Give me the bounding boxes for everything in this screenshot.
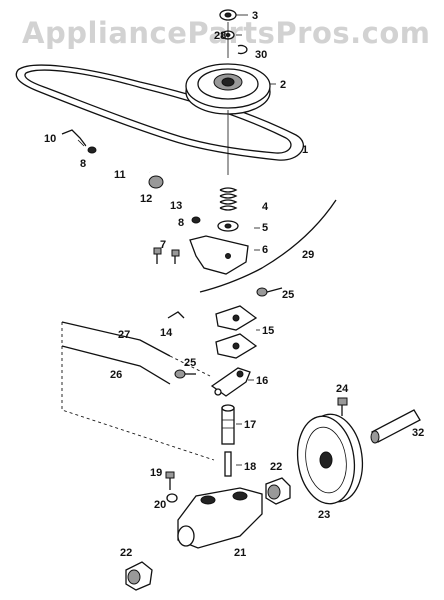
part-12-fitting[interactable] — [148, 175, 164, 189]
callout-17: 17 — [244, 419, 256, 431]
callout-12: 12 — [140, 193, 152, 205]
part-21-housing[interactable] — [177, 487, 263, 549]
callout-6: 6 — [262, 244, 268, 256]
callout-15: 15 — [262, 325, 274, 337]
part-6-bracket[interactable] — [189, 235, 249, 275]
callout-30: 30 — [255, 49, 267, 61]
callout-24: 24 — [336, 383, 349, 395]
part-8-lower-washer[interactable] — [191, 216, 201, 224]
callout-23: 23 — [318, 509, 330, 521]
dashed-guide-lines — [61, 322, 215, 461]
part-13-bracket-rod[interactable] — [167, 182, 198, 212]
callout-22-lower: 22 — [120, 547, 132, 559]
callout-14: 14 — [160, 327, 173, 339]
callout-29: 29 — [302, 249, 314, 261]
callout-27: 27 — [118, 329, 130, 341]
callout-3: 3 — [252, 10, 258, 22]
callout-labels: 3 28 30 2 1 10 8 11 12 13 8 4 5 6 7 29 2… — [44, 10, 424, 559]
part-29-cable[interactable] — [199, 199, 337, 293]
callout-26: 26 — [110, 369, 122, 381]
part-11-rod[interactable] — [85, 144, 151, 174]
part-27-cable[interactable] — [61, 321, 171, 357]
callout-8-upper: 8 — [80, 158, 86, 170]
part-24-bolt[interactable] — [337, 397, 348, 416]
callout-18: 18 — [244, 461, 256, 473]
callout-10: 10 — [44, 133, 56, 145]
part-18-pin[interactable] — [224, 451, 232, 477]
callout-13: 13 — [170, 200, 182, 212]
part-10-rod-end[interactable] — [61, 129, 87, 147]
part-16-lever[interactable] — [210, 367, 251, 397]
callout-22-upper: 22 — [270, 461, 282, 473]
part-20-washer[interactable] — [166, 493, 178, 503]
callout-32: 32 — [412, 427, 424, 439]
part-2-pulley[interactable] — [185, 63, 271, 115]
callout-28: 28 — [214, 30, 226, 42]
part-25-upper-bolt[interactable] — [256, 287, 283, 297]
callout-8-lower: 8 — [178, 217, 184, 229]
part-1-belt[interactable] — [15, 64, 304, 161]
part-15-plate[interactable] — [215, 305, 258, 359]
part-25-lower-bolt[interactable] — [174, 369, 196, 379]
part-17-shaft[interactable] — [221, 404, 235, 445]
part-30-clip[interactable] — [237, 44, 248, 55]
callout-7: 7 — [160, 239, 166, 251]
callout-20: 20 — [154, 499, 166, 511]
callout-4: 4 — [262, 201, 269, 213]
callout-25-lower: 25 — [184, 357, 196, 369]
part-8-upper-washer[interactable] — [87, 146, 97, 154]
part-23-large-pulley[interactable] — [292, 411, 368, 508]
callout-21: 21 — [234, 547, 246, 559]
part-3-nut[interactable] — [219, 9, 237, 21]
part-5-washer[interactable] — [217, 220, 239, 232]
part-32-shaft[interactable] — [370, 409, 421, 444]
part-7-bolts[interactable] — [153, 247, 180, 264]
callout-25-upper: 25 — [282, 289, 294, 301]
part-26-cable[interactable] — [61, 345, 171, 385]
callout-16: 16 — [256, 375, 268, 387]
callout-11: 11 — [114, 169, 126, 181]
callout-5: 5 — [262, 222, 268, 234]
leader-lines — [77, 14, 276, 466]
callout-2: 2 — [280, 79, 286, 91]
callout-1: 1 — [302, 144, 308, 156]
part-22-upper-bushing[interactable] — [265, 477, 291, 505]
part-4-spring[interactable] — [219, 187, 238, 211]
part-22-lower-bushing[interactable] — [125, 561, 153, 591]
part-14-pin[interactable] — [167, 311, 185, 319]
callout-19: 19 — [150, 467, 162, 479]
part-19-bolt[interactable] — [165, 471, 175, 490]
